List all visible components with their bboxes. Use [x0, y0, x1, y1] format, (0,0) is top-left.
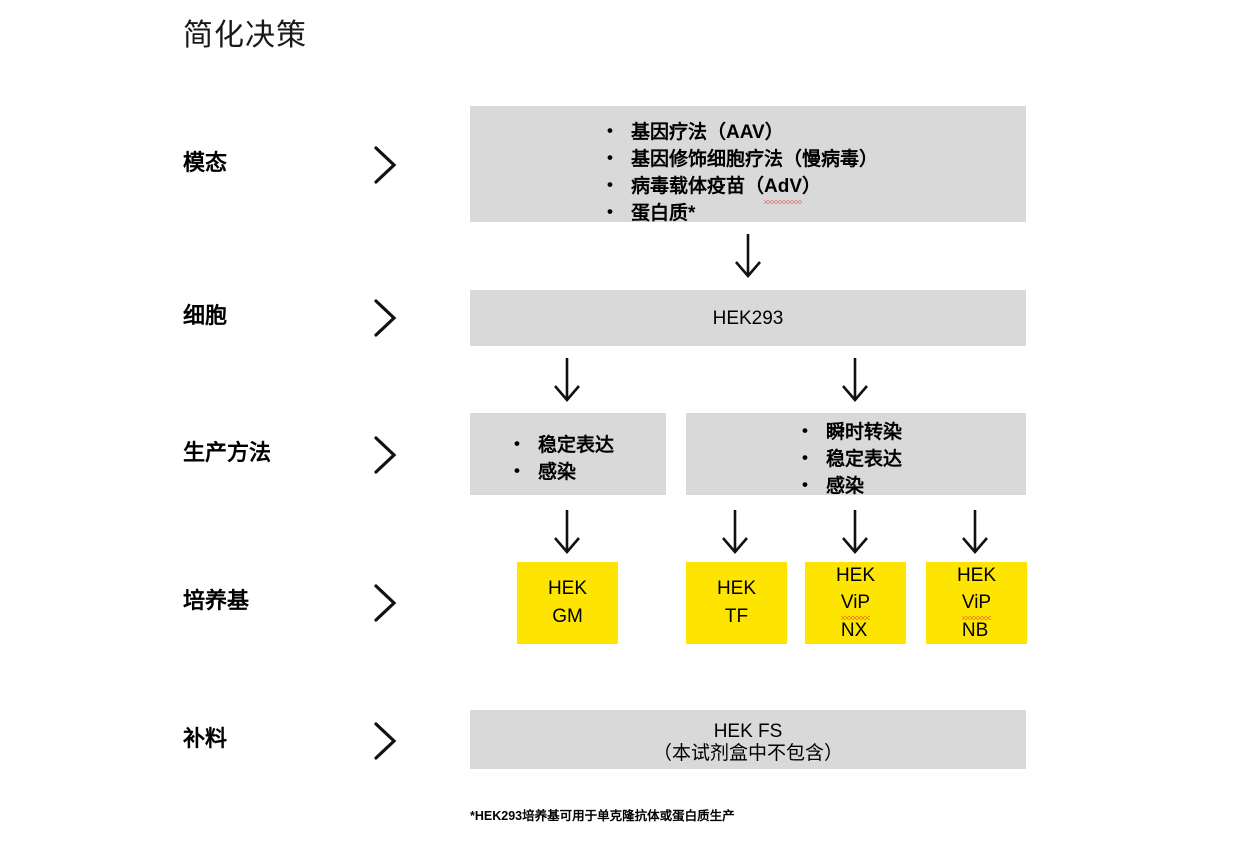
arrow-down-icon: [552, 356, 582, 404]
list-item: 感染: [800, 473, 902, 501]
spellcheck-term: AdV: [764, 174, 803, 204]
media-line-1: HEK: [835, 564, 876, 586]
chevron-right-icon: [368, 432, 402, 478]
media-line-1: HEK: [547, 578, 588, 600]
chevron-right-icon: [368, 580, 402, 626]
feed-line-2: （本试剂盒中不包含）: [652, 743, 843, 764]
spellcheck-term: ViP: [840, 589, 871, 620]
list-item: 感染: [512, 459, 614, 487]
row-label-feed: 补料: [183, 726, 228, 751]
media-box-hek-gm: HEK GM: [517, 562, 618, 644]
list-item: 基因疗法（AAV）: [605, 119, 878, 147]
media-box-hek-vip-nx: HEK ViP NX: [805, 562, 906, 644]
media-line-2: TF: [724, 606, 749, 627]
list-item: 瞬时转染: [800, 419, 902, 447]
feed-box: HEK FS （本试剂盒中不包含）: [470, 710, 1026, 769]
page-title: 简化决策: [183, 19, 307, 52]
list-item: 稳定表达: [800, 446, 902, 474]
list-item: 基因修饰细胞疗法（慢病毒）: [605, 146, 878, 174]
feed-line-1: HEK FS: [713, 721, 783, 742]
production-method-box-right: 瞬时转染 稳定表达 感染: [686, 413, 1026, 497]
chevron-right-icon: [368, 142, 402, 188]
chevron-right-icon: [368, 718, 402, 764]
production-method-list-right: 瞬时转染 稳定表达 感染: [800, 419, 902, 501]
modality-box: 基因疗法（AAV） 基因修饰细胞疗法（慢病毒） 病毒载体疫苗（AdV） 蛋白质*: [470, 106, 1026, 224]
production-method-box-left: 稳定表达 感染: [470, 413, 666, 495]
spellcheck-term: ViP: [961, 589, 992, 620]
media-line-2: ViP NX: [840, 589, 871, 644]
list-item: 病毒载体疫苗（AdV）: [605, 173, 878, 204]
row-label-modality: 模态: [183, 150, 228, 175]
arrow-down-icon: [840, 508, 870, 556]
arrow-down-icon: [720, 508, 750, 556]
chevron-right-icon: [368, 295, 402, 341]
list-item: 蛋白质*: [605, 200, 878, 228]
media-line-2: GM: [552, 606, 583, 627]
media-box-hek-tf: HEK TF: [686, 562, 787, 644]
row-label-production-method: 生产方法: [183, 440, 272, 465]
media-line-1: HEK: [956, 564, 997, 586]
arrow-down-icon: [733, 232, 763, 280]
row-label-cell: 细胞: [183, 303, 228, 328]
production-method-list-left: 稳定表达 感染: [512, 432, 614, 487]
row-label-media: 培养基: [183, 588, 250, 613]
footnote: *HEK293培养基可用于单克隆抗体或蛋白质生产: [470, 809, 735, 823]
arrow-down-icon: [960, 508, 990, 556]
media-line-1: HEK: [716, 578, 757, 600]
cell-box: HEK293: [470, 290, 1026, 346]
cell-name: HEK293: [712, 308, 784, 329]
arrow-down-icon: [552, 508, 582, 556]
list-item: 稳定表达: [512, 432, 614, 460]
media-line-2: ViP NB: [961, 589, 992, 644]
modality-list: 基因疗法（AAV） 基因修饰细胞疗法（慢病毒） 病毒载体疫苗（AdV） 蛋白质*: [605, 119, 878, 228]
media-box-hek-vip-nb: HEK ViP NB: [926, 562, 1027, 644]
arrow-down-icon: [840, 356, 870, 404]
